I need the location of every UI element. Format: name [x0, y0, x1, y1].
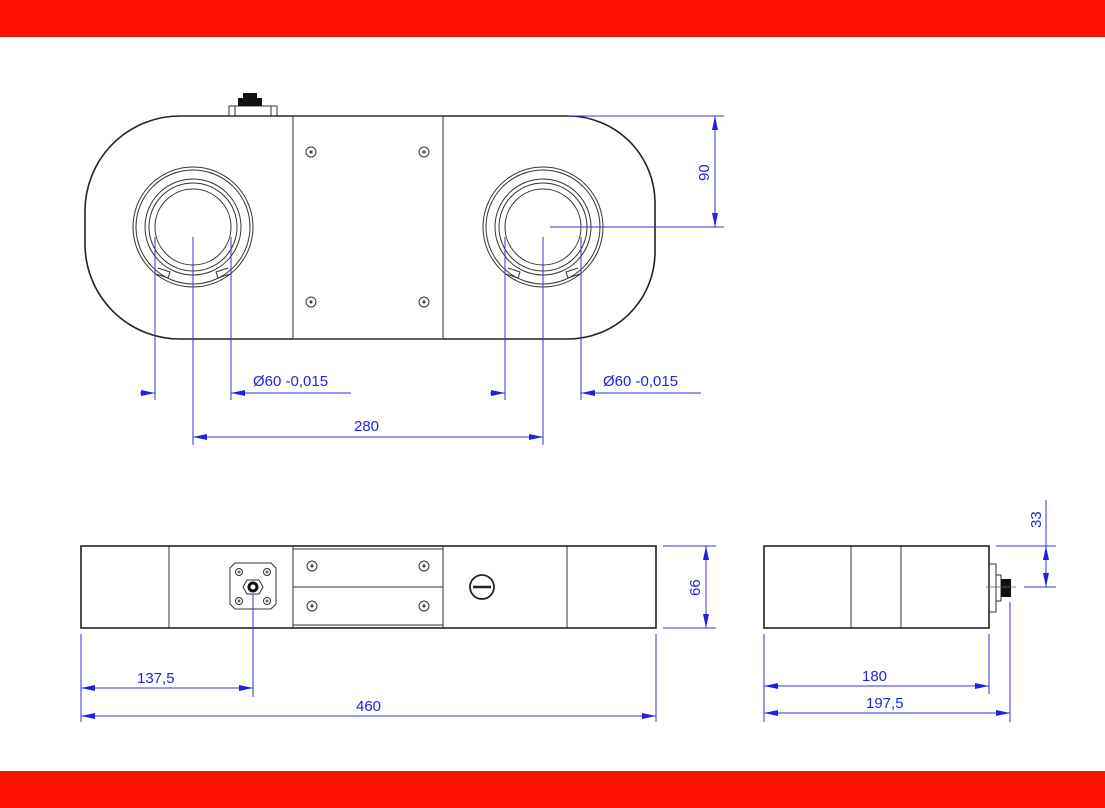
bottom-red-band: [0, 771, 1105, 808]
body-width-label: 180: [862, 668, 887, 685]
screw-icons: [306, 560, 430, 612]
connector-height-label: 33: [1028, 511, 1045, 528]
side-view: 33 180 197,5: [763, 500, 1056, 722]
connector-offset-label: 137,5: [137, 670, 175, 687]
right-bore-dimension: [490, 237, 701, 445]
top-connector-icon: [228, 93, 278, 117]
left-bore-diameter-label: Ø60 -0,015: [253, 373, 328, 390]
overall-width-label: 197,5: [866, 695, 904, 712]
plate-screw-icons: [305, 146, 430, 308]
top-view-body-outline: [84, 115, 656, 340]
right-bore-diameter-label: Ø60 -0,015: [603, 373, 678, 390]
top-edge-distance-label: 90: [696, 164, 713, 181]
left-bore-dimension: [140, 237, 351, 445]
side-connector-icon: [986, 563, 1016, 613]
front-view-body: [80, 545, 657, 629]
bore-distance-label: 280: [354, 418, 379, 435]
front-view: 66 137,5 460: [80, 545, 716, 722]
top-view: Ø60 -0,015 Ø60 -0,015 280 90: [84, 93, 724, 445]
top-red-band: [0, 0, 1105, 37]
slot-screw-icon: [469, 574, 495, 600]
overall-length-label: 460: [356, 698, 381, 715]
center-plate: [292, 115, 444, 340]
connector-square-flange-icon: [229, 562, 277, 610]
side-view-body: [763, 545, 990, 629]
height-label: 66: [687, 579, 704, 596]
